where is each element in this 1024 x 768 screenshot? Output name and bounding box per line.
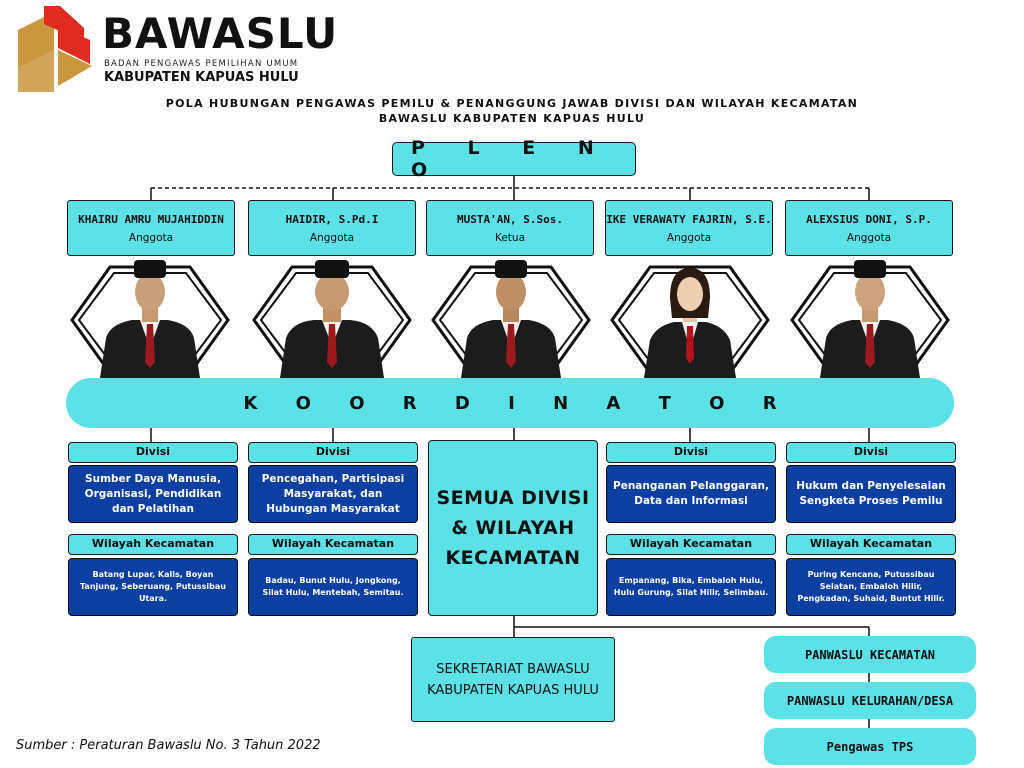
pleno-box: P L E N O xyxy=(392,137,636,181)
wilayah-label-3: Wilayah Kecamatan xyxy=(606,534,776,555)
division-name-2: Pencegahan, Partisipasi Masyarakat, dan … xyxy=(248,465,418,523)
division-label-4: Divisi xyxy=(786,442,956,463)
logo-region: KABUPATEN KAPUAS HULU xyxy=(104,70,299,85)
wilayah-label-2: Wilayah Kecamatan xyxy=(248,534,418,555)
division-name-3: Penanganan Pelanggaran, Data dan Informa… xyxy=(606,465,776,523)
division-label-1: Divisi xyxy=(68,442,238,463)
pengawas-tps-pill: Pengawas TPS xyxy=(764,728,976,765)
sekretariat-box: SEKRETARIAT BAWASLU KABUPATEN KAPUAS HUL… xyxy=(411,637,615,722)
member-role: Ketua xyxy=(494,232,526,244)
division-label-3: Divisi xyxy=(606,442,776,463)
member-photo-4 xyxy=(644,268,736,378)
wilayah-label-4: Wilayah Kecamatan xyxy=(786,534,956,555)
source-note: Sumber : Peraturan Bawaslu No. 3 Tahun 2… xyxy=(16,738,321,753)
member-role: Anggota xyxy=(309,232,355,244)
member-name: ALEXSIUS DONI, S.P. xyxy=(806,213,932,226)
wilayah-list-3: Empanang, Bika, Embaloh Hulu, Hulu Gurun… xyxy=(606,558,776,616)
panwaslu-kelurahan-pill: PANWASLU KELURAHAN/DESA xyxy=(764,682,976,719)
logo-subtitle: BADAN PENGAWAS PEMILIHAN UMUM xyxy=(104,59,299,69)
division-label-2: Divisi xyxy=(248,442,418,463)
division-name-4: Hukum dan Penyelesaian Sengketa Proses P… xyxy=(786,465,956,523)
member-box-4: IKE VERAWATY FAJRIN, S.E. Anggota xyxy=(605,200,773,256)
wilayah-list-1: Batang Lupar, Kalis, Boyan Tanjung, Sebe… xyxy=(68,558,238,616)
member-box-5: ALEXSIUS DONI, S.P. Anggota xyxy=(785,200,953,256)
koordinator-bar: K O O R D I N A T O R xyxy=(66,378,954,428)
division-name-1: Sumber Daya Manusia, Organisasi, Pendidi… xyxy=(68,465,238,523)
member-photo-1 xyxy=(100,260,200,378)
member-name: MUSTA'AN, S.Sos. xyxy=(457,213,563,226)
member-box-3: MUSTA'AN, S.Sos. Ketua xyxy=(426,200,594,256)
member-role: Anggota xyxy=(666,232,712,244)
member-photo-3 xyxy=(461,260,561,378)
wilayah-label-1: Wilayah Kecamatan xyxy=(68,534,238,555)
member-box-2: HAIDIR, S.Pd.I Anggota xyxy=(248,200,416,256)
member-name: HAIDIR, S.Pd.I xyxy=(285,213,379,226)
member-photo-5 xyxy=(820,260,920,378)
member-name: IKE VERAWATY FAJRIN, S.E. xyxy=(606,213,772,226)
member-photo-2 xyxy=(280,260,384,378)
wilayah-list-2: Badau, Bunut Hulu, Jongkong, Silat Hulu,… xyxy=(248,558,418,616)
member-role: Anggota xyxy=(128,232,174,244)
member-name: KHAIRU AMRU MUJAHIDDIN xyxy=(78,213,224,226)
page-subtitle: BAWASLU KABUPATEN KAPUAS HULU xyxy=(378,112,646,125)
panwaslu-kecamatan-pill: PANWASLU KECAMATAN xyxy=(764,636,976,673)
member-box-1: KHAIRU AMRU MUJAHIDDIN Anggota xyxy=(67,200,235,256)
bawaslu-logo: BAWASLU BADAN PENGAWAS PEMILIHAN UMUM KA… xyxy=(14,6,337,92)
member-role: Anggota xyxy=(846,232,892,244)
logo-wordmark: BAWASLU xyxy=(102,9,339,58)
page-title: POLA HUBUNGAN PENGAWAS PEMILU & PENANGGU… xyxy=(165,97,859,110)
wilayah-list-4: Puring Kencana, Putussibau Selatan, Emba… xyxy=(786,558,956,616)
bawaslu-emblem-icon xyxy=(18,6,92,92)
all-divisions-box: SEMUA DIVISI & WILAYAH KECAMATAN xyxy=(428,440,598,616)
